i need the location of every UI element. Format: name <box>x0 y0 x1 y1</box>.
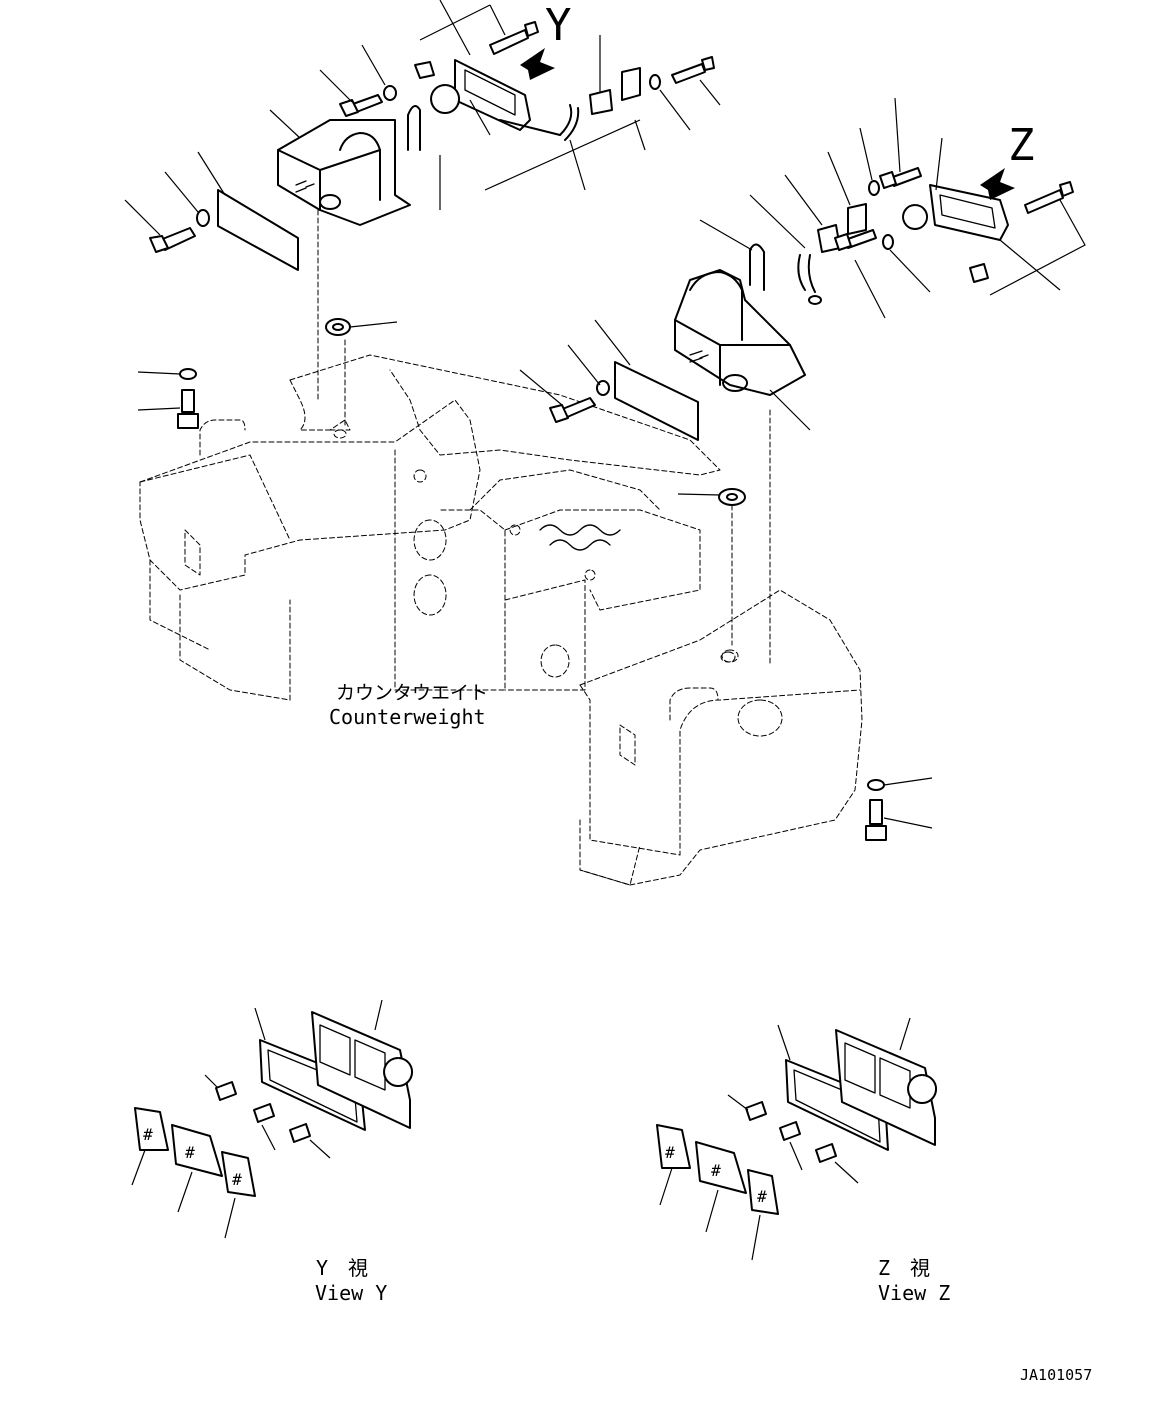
view-y-lens-2 <box>171 1124 223 1177</box>
drawing-number: JA101057 <box>1020 1366 1092 1384</box>
view-y-detail: # # # <box>131 999 414 1239</box>
right-lamp-assembly <box>519 97 1086 441</box>
right-u-bolt <box>749 243 765 291</box>
cw-left-bolt <box>181 389 195 413</box>
left-socket <box>430 84 461 114</box>
counterweight-body <box>139 209 863 886</box>
right-nut <box>969 263 989 283</box>
svg-text:#: # <box>711 1161 721 1180</box>
view-z-socket <box>907 1074 938 1104</box>
left-bolt-1 <box>149 227 196 253</box>
counterweight-label-en: Counterweight <box>329 705 486 729</box>
view-z-title-en: View Z <box>878 1281 950 1305</box>
left-long-bolt <box>489 29 529 55</box>
right-long-bolt <box>1024 189 1064 214</box>
view-y-title-en: View Y <box>315 1281 387 1305</box>
left-name-plate <box>217 189 299 271</box>
view-z-detail: # # # <box>656 1017 938 1261</box>
view-arrow-z-label: Z <box>1008 120 1035 171</box>
cw-right-bolt <box>869 799 883 825</box>
view-arrow-y <box>520 48 555 80</box>
view-z-lens-2 <box>695 1141 747 1194</box>
view-y-housing <box>311 1011 411 1129</box>
view-y-bulb-1 <box>215 1081 237 1101</box>
left-lamp-bracket <box>277 119 411 226</box>
view-z-title-jp: Z 視 <box>878 1256 930 1280</box>
left-wire <box>559 104 580 141</box>
view-y-title-jp: Y 視 <box>316 1256 368 1280</box>
left-grommet <box>589 89 613 115</box>
counterweight-left-fasteners <box>137 318 398 429</box>
left-lamp-assembly <box>124 0 721 271</box>
counterweight-label-jp: カウンタウエイト <box>336 682 488 704</box>
left-washer-3 <box>649 74 661 90</box>
right-gasket <box>847 203 867 235</box>
left-washer-2 <box>383 85 397 101</box>
view-y-lens-3 <box>221 1151 256 1197</box>
cw-right-washer <box>867 779 885 791</box>
svg-text:#: # <box>185 1143 195 1162</box>
svg-text:#: # <box>757 1187 767 1206</box>
view-arrow-y-label: Y <box>545 0 572 51</box>
right-washer-2 <box>868 180 880 196</box>
left-bolt-2 <box>339 94 383 117</box>
view-z-lens-1 <box>656 1124 691 1169</box>
view-y-lens-1 <box>134 1107 169 1151</box>
view-y-bulb-2 <box>253 1103 275 1123</box>
right-name-plate <box>614 361 699 441</box>
svg-text:#: # <box>665 1143 675 1162</box>
left-bolt-3 <box>671 63 706 84</box>
svg-text:#: # <box>232 1170 242 1189</box>
left-gasket <box>621 67 641 101</box>
left-u-bolt <box>407 105 421 151</box>
left-washer-1 <box>196 209 210 227</box>
right-wire <box>797 254 816 293</box>
view-y-socket <box>383 1057 414 1087</box>
view-z-bulb-2 <box>779 1121 801 1141</box>
view-z-housing <box>835 1029 936 1146</box>
cw-left-washer <box>179 368 197 380</box>
view-z-lens-3 <box>747 1169 779 1215</box>
view-z-bulb-1 <box>745 1101 767 1121</box>
right-socket <box>902 204 929 230</box>
left-nut <box>414 61 435 79</box>
counterweight-right-fasteners <box>677 488 933 841</box>
view-y-bulb-3 <box>289 1123 311 1143</box>
view-z-bulb-3 <box>815 1143 837 1163</box>
svg-text:#: # <box>143 1125 153 1144</box>
right-bolt-1 <box>549 397 596 423</box>
view-arrow-z <box>980 168 1015 200</box>
right-washer-3 <box>882 234 894 250</box>
